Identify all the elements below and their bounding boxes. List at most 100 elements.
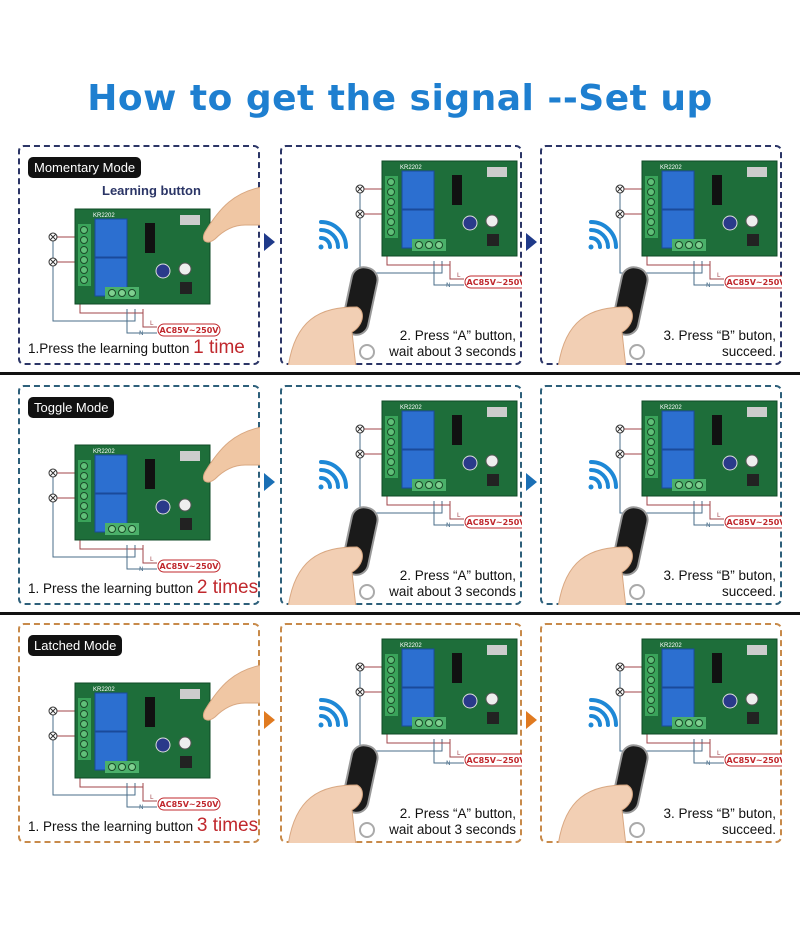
svg-text:KR2202: KR2202 <box>93 687 115 693</box>
voltage-badge: AC85V~250V <box>157 323 221 337</box>
caption-line: succeed. <box>721 822 776 837</box>
row-divider <box>0 612 800 615</box>
svg-text:AC85V~250V: AC85V~250V <box>160 326 220 335</box>
relay-board: KR2202 <box>74 682 211 779</box>
lamp-icon <box>355 662 365 697</box>
svg-text:AC85V~250V: AC85V~250V <box>727 756 782 765</box>
svg-text:AC85V~250V: AC85V~250V <box>160 562 220 571</box>
relay-board: KR2202 <box>641 160 778 257</box>
step-panel-3-2: KR2202 L N AC85V~250V 2. Press “A” butto… <box>280 623 522 843</box>
voltage-badge: AC85V~250V <box>724 275 782 289</box>
lamp-icon <box>615 424 625 459</box>
page-title: How to get the signal --Set up <box>87 78 713 119</box>
lamp-icon <box>355 184 365 219</box>
remote-in-hand-icon <box>288 506 379 605</box>
remote-in-hand-icon <box>558 506 649 605</box>
svg-text:KR2202: KR2202 <box>400 643 422 649</box>
caption-line: 3. Press “B” buton, <box>663 568 776 583</box>
mode-badge: Latched Mode <box>28 635 123 656</box>
row-divider <box>0 372 800 375</box>
caption-line: wait about 3 seconds <box>389 344 516 359</box>
wifi-signal-icon <box>318 698 348 728</box>
live-label: L <box>717 512 721 519</box>
live-label: L <box>150 320 154 327</box>
svg-text:KR2202: KR2202 <box>400 165 422 171</box>
svg-text:AC85V~250V: AC85V~250V <box>160 800 220 809</box>
step-3-caption: 3. Press “B” buton,succeed. <box>663 328 776 360</box>
next-step-arrow-icon <box>526 473 537 491</box>
live-label: L <box>717 272 721 279</box>
mode-badge: Momentary Mode <box>28 157 142 178</box>
caption-line: 2. Press “A” button, <box>399 568 516 583</box>
live-label: L <box>457 512 461 519</box>
panel-illustration: KR2202 L N AC85V~250V <box>288 638 522 843</box>
voltage-badge: AC85V~250V <box>157 797 221 811</box>
live-label: L <box>457 750 461 757</box>
panel-illustration: KR2202 L N AC85V~250V <box>48 664 260 811</box>
relay-board: KR2202 <box>74 444 211 541</box>
step-text: 1.Press the learning button <box>28 341 194 356</box>
svg-text:AC85V~250V: AC85V~250V <box>727 518 782 527</box>
lamp-icon <box>615 184 625 219</box>
neutral-label: N <box>446 760 451 767</box>
press-count-highlight: 3 times <box>196 815 259 836</box>
lamp-icon <box>615 662 625 697</box>
step-1-caption: 1. Press the learning button 2 times <box>28 577 258 599</box>
wifi-signal-icon <box>588 460 618 490</box>
live-label: L <box>150 556 154 563</box>
panel-illustration: KR2202 L N AC85V~250V <box>558 638 782 843</box>
step-panel-3-1: KR2202 L N AC85V~250V Latched Mode 1. Pre… <box>18 623 260 843</box>
step-panel-2-3: KR2202 L N AC85V~250V 3. Press “B” buton… <box>540 385 782 605</box>
caption-line: 3. Press “B” buton, <box>663 806 776 821</box>
neutral-label: N <box>139 566 144 573</box>
step-3-caption: 3. Press “B” buton,succeed. <box>663 806 776 838</box>
lamp-icon <box>48 232 58 267</box>
press-count-highlight: 1 time <box>193 337 245 358</box>
relay-board: KR2202 <box>381 160 518 257</box>
step-panel-1-3: KR2202 L N AC85V~250V 3. Press “B” buton… <box>540 145 782 365</box>
neutral-label: N <box>706 522 711 529</box>
neutral-label: N <box>706 760 711 767</box>
svg-text:KR2202: KR2202 <box>660 165 682 171</box>
lamp-icon <box>48 468 58 503</box>
voltage-badge: AC85V~250V <box>724 515 782 529</box>
neutral-label: N <box>706 282 711 289</box>
wifi-signal-icon <box>588 698 618 728</box>
relay-board: KR2202 <box>74 208 211 305</box>
caption-line: wait about 3 seconds <box>389 822 516 837</box>
svg-text:KR2202: KR2202 <box>93 213 115 219</box>
voltage-badge: AC85V~250V <box>464 515 522 529</box>
neutral-label: N <box>446 522 451 529</box>
remote-in-hand-icon <box>558 744 649 843</box>
relay-board: KR2202 <box>381 638 518 735</box>
next-step-arrow-icon <box>264 711 275 729</box>
voltage-badge: AC85V~250V <box>724 753 782 767</box>
step-2-caption: 2. Press “A” button,wait about 3 seconds <box>389 568 516 600</box>
step-1-caption: 1. Press the learning button 3 times <box>28 815 258 837</box>
neutral-label: N <box>446 282 451 289</box>
remote-in-hand-icon <box>558 266 649 365</box>
next-step-arrow-icon <box>526 233 537 251</box>
step-2-caption: 2. Press “A” button,wait about 3 seconds <box>389 328 516 360</box>
caption-line: wait about 3 seconds <box>389 584 516 599</box>
relay-board: KR2202 <box>641 638 778 735</box>
panel-illustration: KR2202 L N AC85V~250V <box>558 160 782 365</box>
voltage-badge: AC85V~250V <box>464 275 522 289</box>
caption-line: succeed. <box>721 584 776 599</box>
learning-button-label: Learning button <box>102 183 201 198</box>
panel-illustration: KR2202 L N AC85V~250V <box>288 160 522 365</box>
svg-text:AC85V~250V: AC85V~250V <box>727 278 782 287</box>
svg-text:KR2202: KR2202 <box>660 643 682 649</box>
caption-line: 2. Press “A” button, <box>399 806 516 821</box>
step-text: 1. Press the learning button <box>28 581 197 596</box>
step-panel-1-2: KR2202 L N AC85V~250V 2. Press “A” butto… <box>280 145 522 365</box>
caption-line: 3. Press “B” buton, <box>663 328 776 343</box>
next-step-arrow-icon <box>264 233 275 251</box>
wifi-signal-icon <box>318 460 348 490</box>
step-3-caption: 3. Press “B” buton,succeed. <box>663 568 776 600</box>
caption-line: succeed. <box>721 344 776 359</box>
voltage-badge: AC85V~250V <box>464 753 522 767</box>
